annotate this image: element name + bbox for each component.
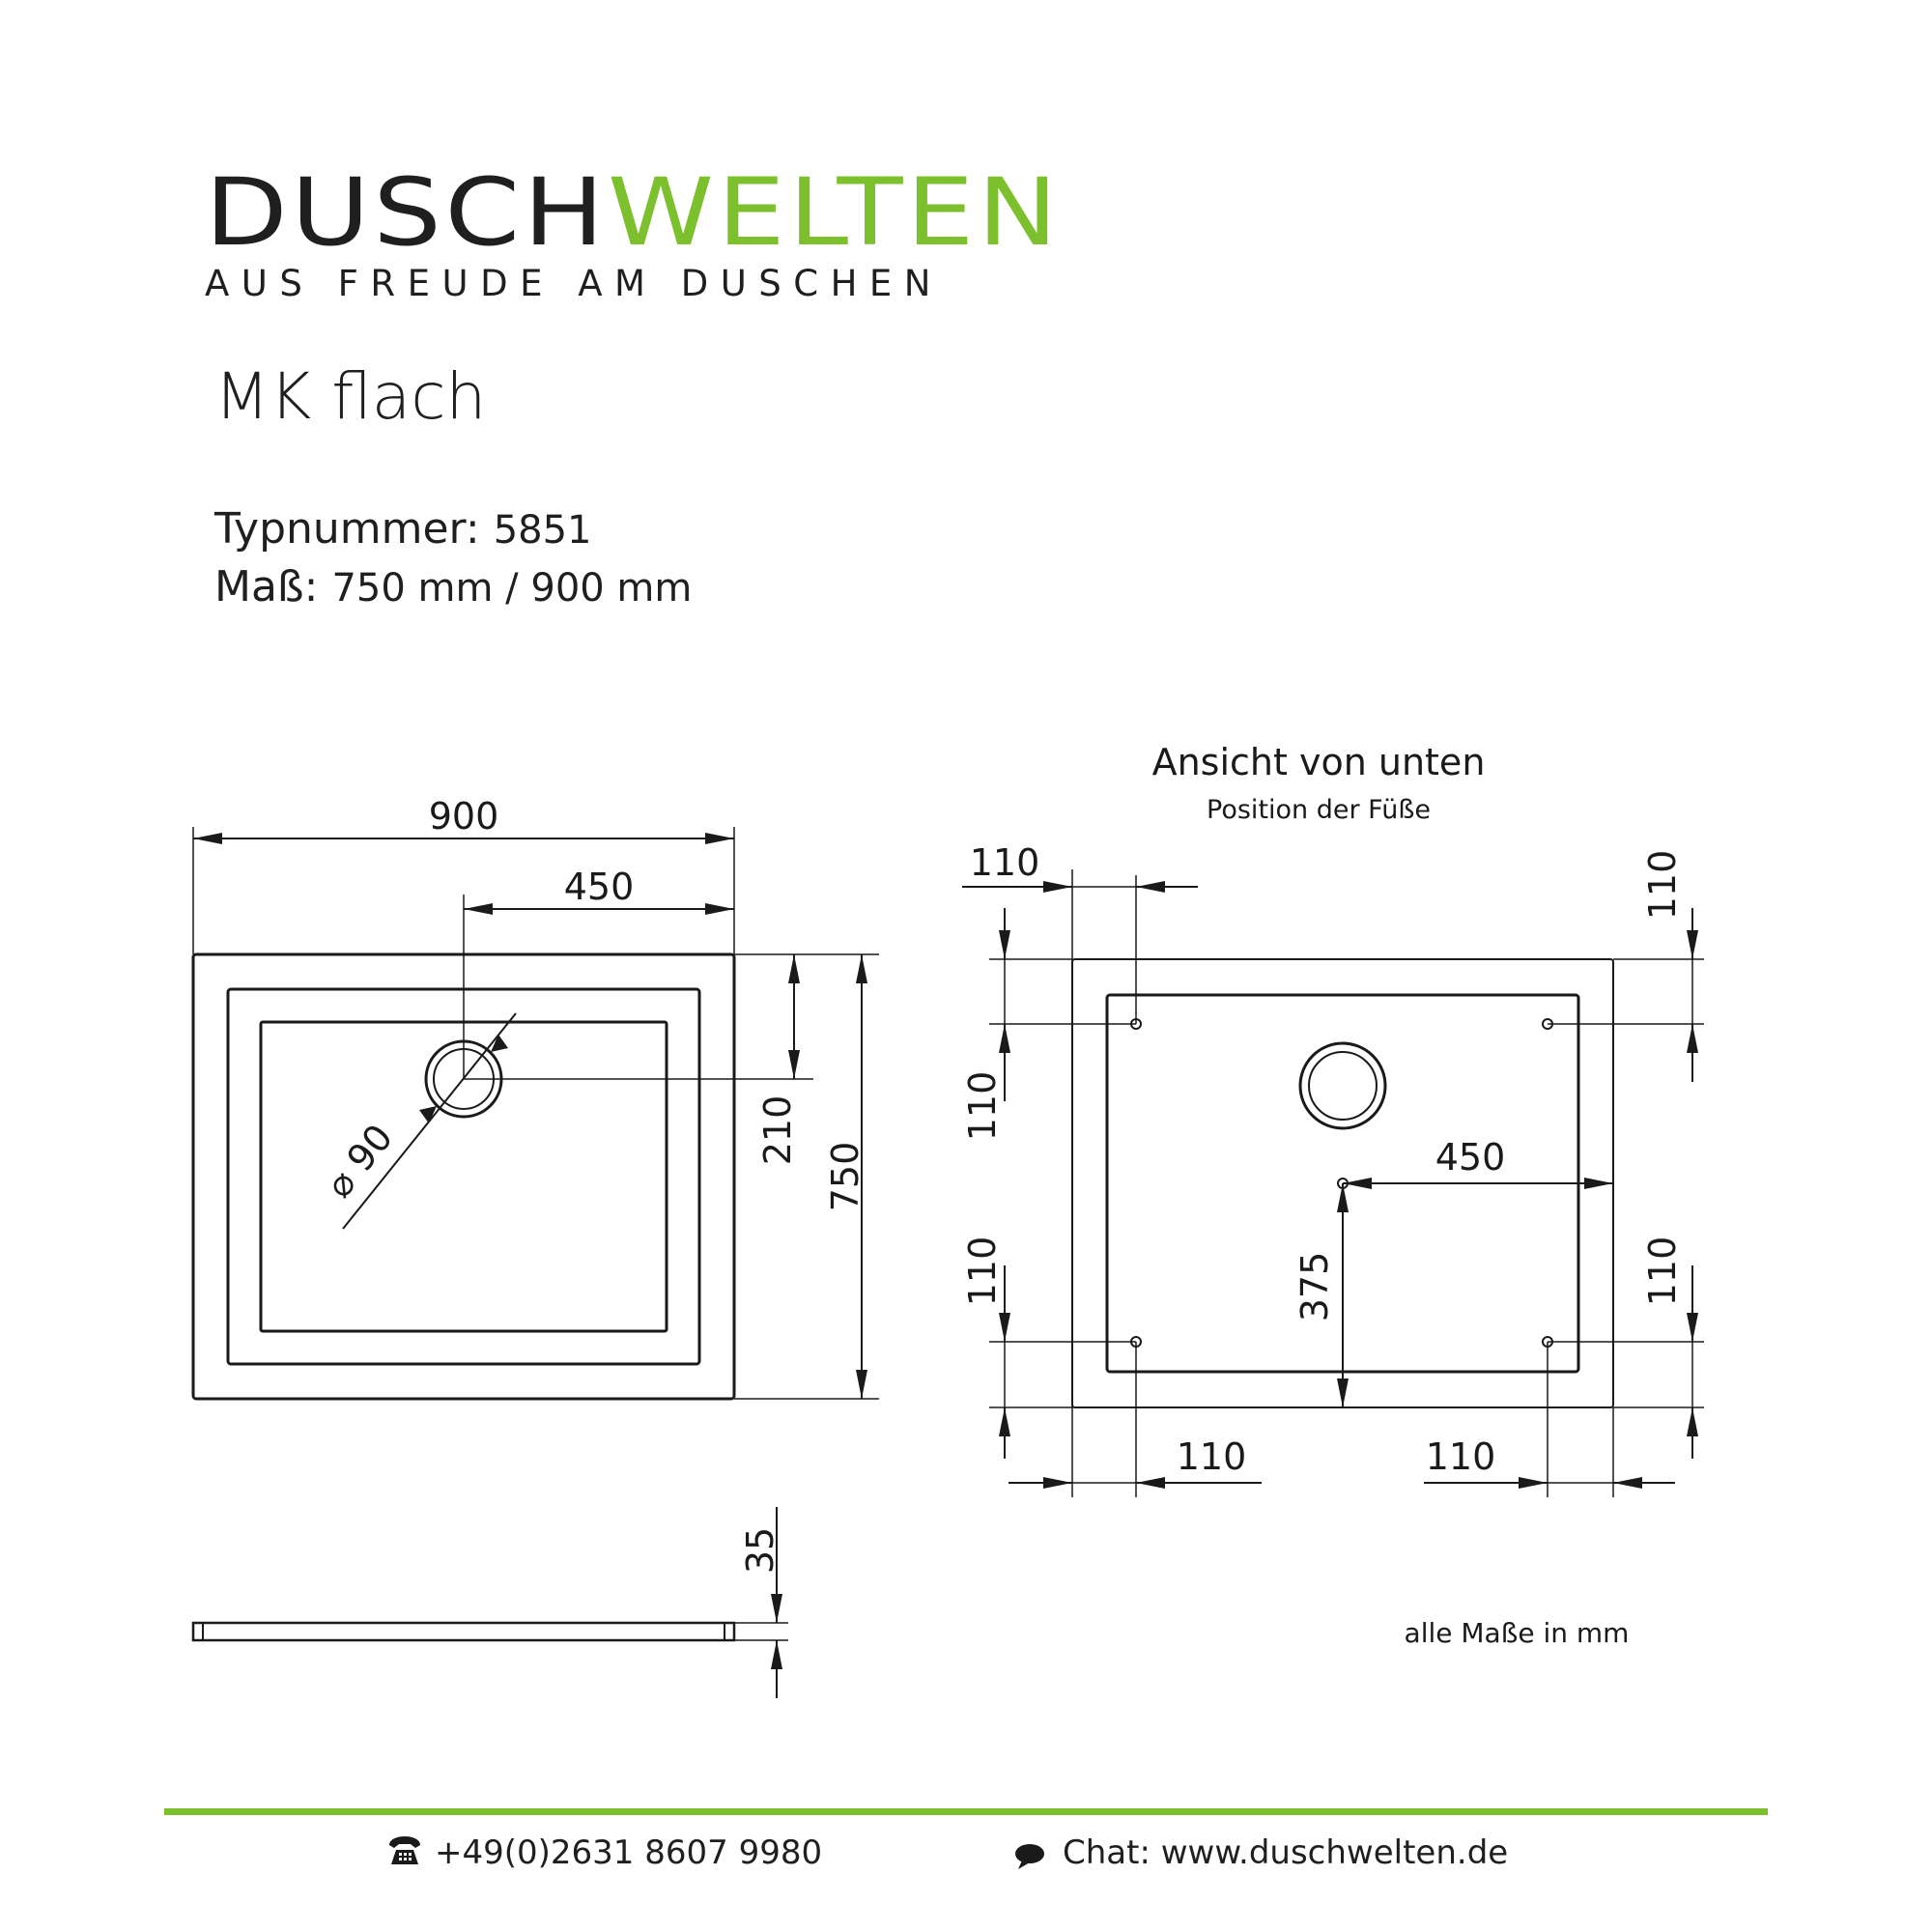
chat-link[interactable]: Chat: www.duschwelten.de <box>1063 1833 1509 1872</box>
dim-label-drain-y: 210 <box>756 1095 799 1166</box>
dim-label-center-y: 375 <box>1293 1252 1336 1322</box>
dim-label-length: 750 <box>824 1142 867 1212</box>
footer-phone: +49(0)2631 8607 9980 <box>384 1833 822 1872</box>
drain-bottom-inner <box>1308 1051 1378 1121</box>
dim-label-foot-bottom-left-x: 110 <box>1177 1435 1247 1478</box>
bottom-view-subtitle: Position der Füße <box>1207 795 1431 825</box>
dim-label-center-x: 450 <box>1435 1136 1506 1179</box>
top-view-labels: 900 450 210 750 ⌀ 90 <box>318 795 867 1211</box>
footer-chat: Chat: www.duschwelten.de <box>1012 1833 1508 1872</box>
side-view <box>191 1507 788 1698</box>
top-view <box>191 827 879 1401</box>
bottom-view <box>962 869 1704 1497</box>
brand-name-green: WELTEN <box>607 158 1062 267</box>
dim-label-foot-top-left-x: 110 <box>970 841 1040 884</box>
dim-label-drain-x: 450 <box>564 866 635 908</box>
dim-label-foot-right-bottom-y: 110 <box>1641 1236 1684 1307</box>
brand-name-dark: DUSCH <box>205 158 608 267</box>
units-note: alle Maße in mm <box>1405 1617 1630 1649</box>
drain-bottom-outer <box>1298 1041 1387 1130</box>
phone-icon <box>389 1836 420 1864</box>
tray-side-profile <box>191 1621 736 1642</box>
dim-label-foot-left-bottom-y: 110 <box>961 1236 1004 1307</box>
chat-bubble-icon <box>1015 1844 1044 1869</box>
size-line: Maß: 750 mm / 900 mm <box>214 562 692 611</box>
brand-tagline: AUS FREUDE AM DUSCHEN <box>205 263 943 304</box>
brand-logo: DUSCHWELTEN <box>205 166 1062 259</box>
type-number-line: Typnummer: 5851 <box>214 504 592 554</box>
size-label: Maß: <box>214 562 319 611</box>
dim-label-width: 900 <box>429 795 499 838</box>
dim-label-diameter: ⌀ 90 <box>318 1117 402 1206</box>
bottom-view-title: Ansicht von unten <box>1152 741 1486 783</box>
size-value: 750 mm / 900 mm <box>331 566 693 611</box>
type-number-label: Typnummer: <box>214 504 480 554</box>
product-name: MK flach <box>214 359 487 434</box>
footer-divider <box>164 1808 1768 1815</box>
bottom-view-labels: 110 110 110 110 110 110 110 450 375 <box>961 841 1684 1478</box>
dim-label-height: 35 <box>739 1527 781 1574</box>
dim-label-foot-top-right-y: 110 <box>1641 850 1684 921</box>
phone-number[interactable]: +49(0)2631 8607 9980 <box>435 1833 823 1872</box>
dim-label-foot-bottom-right-x: 110 <box>1426 1435 1496 1478</box>
dim-label-foot-left-top-y: 110 <box>961 1071 1004 1142</box>
type-number-value: 5851 <box>493 508 592 553</box>
